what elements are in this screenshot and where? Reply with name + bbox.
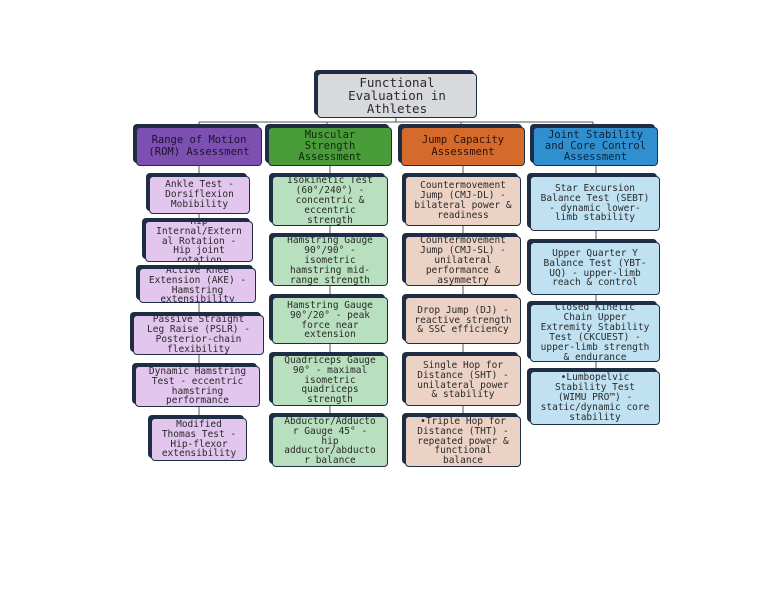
item-label: Quadriceps Gauge 90° - maximal isometric… xyxy=(284,355,376,406)
stability-item-sebt: Star Excursion Balance Test (SEBT) - dyn… xyxy=(530,176,660,231)
stability-item-lumbopelvic: •Lumbopelvic Stability Test (WIMU PRO™) … xyxy=(530,371,660,425)
stability-item-ybt-uq: Upper Quarter Y Balance Test (YBT- UQ) -… xyxy=(530,242,660,295)
rom-item-modified-thomas-test: Modified Thomas Test - Hip-flexor extens… xyxy=(151,418,247,461)
item-label: Hip Internal/Extern al Rotation - Hip jo… xyxy=(156,221,242,262)
jump-item-cmj-sl: Countermovement Jump (CMJ-SL) - unilater… xyxy=(405,236,521,286)
item-label: Single Hop for Distance (SHT) - unilater… xyxy=(417,359,509,401)
jump-item-single-hop: Single Hop for Distance (SHT) - unilater… xyxy=(405,355,521,406)
item-label: Passive Straight Leg Raise (PSLR) - Post… xyxy=(147,315,250,355)
item-label: Modified Thomas Test - Hip-flexor extens… xyxy=(161,418,237,460)
header-range-of-motion: Range of Motion (ROM) Assessment xyxy=(136,127,262,166)
strength-item-quadriceps-gauge: Quadriceps Gauge 90° - maximal isometric… xyxy=(272,355,388,406)
header-label: Jump Capacity Assessment xyxy=(421,134,505,158)
rom-item-active-knee-extension: Active Knee Extension (AKE) - Hamstring … xyxy=(139,268,256,303)
item-label: Active Knee Extension (AKE) - Hamstring … xyxy=(148,268,247,303)
header-label: Muscular Strength Assessment xyxy=(298,128,362,163)
item-label: Abductor/Adducto r Gauge 45° - hip adduc… xyxy=(284,416,376,467)
rom-item-passive-straight-leg-raise: Passive Straight Leg Raise (PSLR) - Post… xyxy=(133,315,264,355)
item-label: Hamstring Gauge 90°/90° - isometric hams… xyxy=(287,236,373,286)
root-label: Functional Evaluation in Athletes xyxy=(348,74,446,117)
header-joint-stability: Joint Stability and Core Control Assessm… xyxy=(533,127,658,166)
item-label: Countermovement Jump (CMJ-DL) - bilatera… xyxy=(414,180,512,221)
item-label: •Triple Hop for Distance (THT) - repeate… xyxy=(417,416,509,467)
jump-item-drop-jump: Drop Jump (DJ) - reactive strength & SSC… xyxy=(405,297,521,344)
rom-item-ankle-test: Ankle Test - Dorsiflexion Mobibility xyxy=(149,176,250,214)
item-label: Upper Quarter Y Balance Test (YBT- UQ) -… xyxy=(543,247,647,289)
strength-item-isokinetic-test: Isokinetic Test (60°/240°) - concentric … xyxy=(272,176,388,226)
header-label: Joint Stability and Core Control Assessm… xyxy=(544,128,647,163)
header-muscular-strength: Muscular Strength Assessment xyxy=(268,127,392,166)
header-jump-capacity: Jump Capacity Assessment xyxy=(401,127,525,166)
item-label: Dynamic Hamstring Test - eccentric hamst… xyxy=(148,366,247,407)
item-label: Drop Jump (DJ) - reactive strength & SSC… xyxy=(414,304,512,336)
jump-item-triple-hop: •Triple Hop for Distance (THT) - repeate… xyxy=(405,416,521,467)
item-label: Closed Kinetic Chain Upper Extremity Sta… xyxy=(540,304,650,362)
strength-item-abductor-adductor-gauge: Abductor/Adducto r Gauge 45° - hip adduc… xyxy=(272,416,388,467)
item-label: Isokinetic Test (60°/240°) - concentric … xyxy=(287,176,373,226)
item-label: Star Excursion Balance Test (SEBT) - dyn… xyxy=(540,182,650,224)
header-label: Range of Motion (ROM) Assessment xyxy=(148,134,250,158)
item-label: Ankle Test - Dorsiflexion Mobibility xyxy=(165,179,234,210)
rom-item-dynamic-hamstring-test: Dynamic Hamstring Test - eccentric hamst… xyxy=(135,366,260,407)
jump-item-cmj-dl: Countermovement Jump (CMJ-DL) - bilatera… xyxy=(405,176,521,226)
strength-item-hamstring-gauge-90-90: Hamstring Gauge 90°/90° - isometric hams… xyxy=(272,236,388,286)
root-node: Functional Evaluation in Athletes xyxy=(317,73,477,118)
stability-item-ckcuest: Closed Kinetic Chain Upper Extremity Sta… xyxy=(530,304,660,362)
item-label: Hamstring Gauge 90°/20° - peak force nea… xyxy=(287,299,373,341)
item-label: Countermovement Jump (CMJ-SL) - unilater… xyxy=(420,236,506,286)
item-label: •Lumbopelvic Stability Test (WIMU PRO™) … xyxy=(540,372,650,423)
strength-item-hamstring-gauge-90-20: Hamstring Gauge 90°/20° - peak force nea… xyxy=(272,297,388,344)
rom-item-hip-rotation: Hip Internal/Extern al Rotation - Hip jo… xyxy=(145,221,253,262)
